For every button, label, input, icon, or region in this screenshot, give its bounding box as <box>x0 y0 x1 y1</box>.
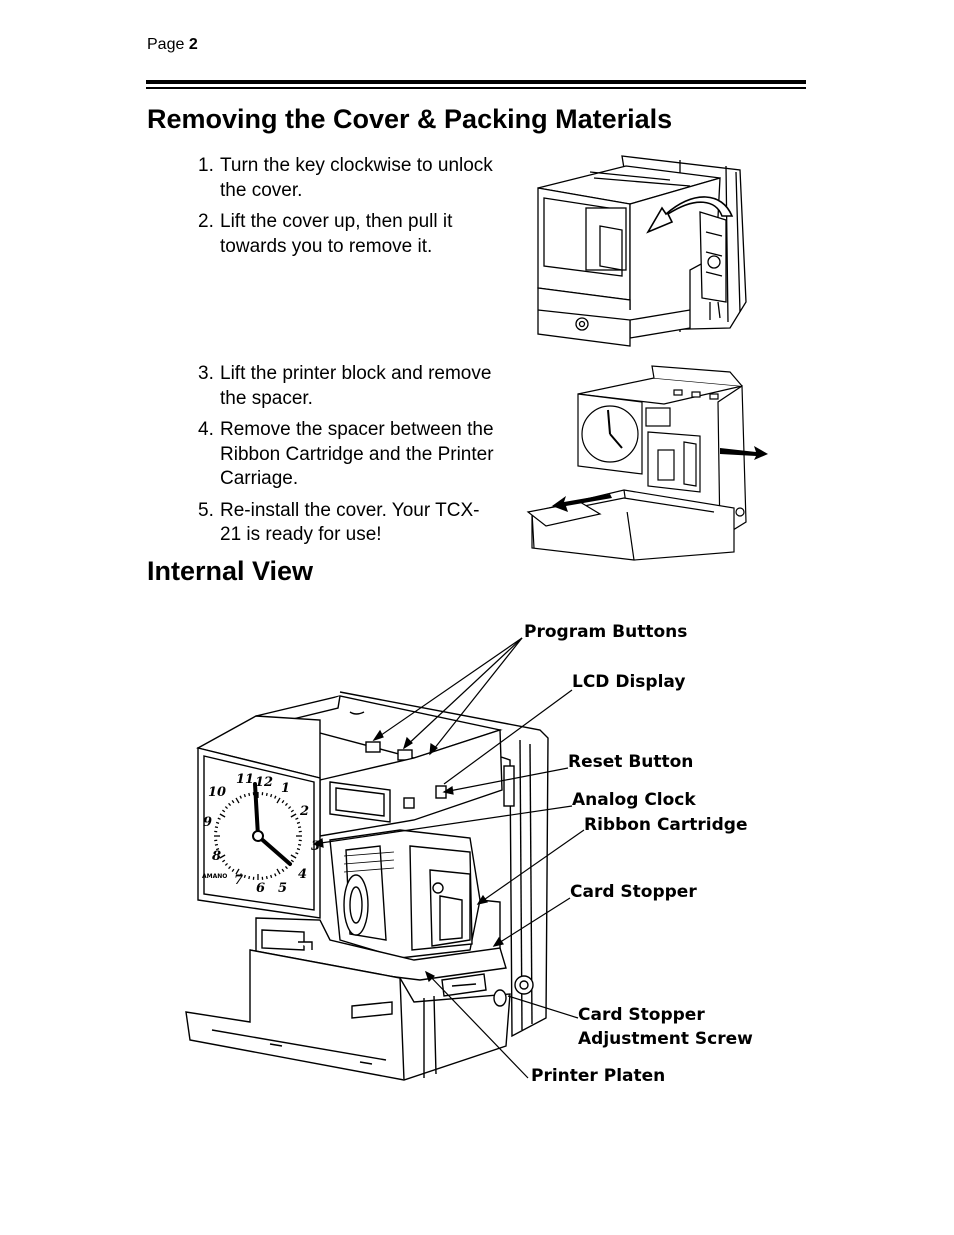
clock-tick <box>228 802 232 806</box>
clock-tick <box>296 848 301 851</box>
clock-tick <box>239 873 242 877</box>
clock-tick <box>290 859 294 863</box>
clock-tick <box>276 868 281 875</box>
step-item: 2.Lift the cover up, then pull it toward… <box>198 211 453 257</box>
callout-ribbon-cartridge: Ribbon Cartridge <box>584 815 748 835</box>
clock-tick <box>219 813 226 818</box>
clock-tick <box>270 793 273 798</box>
clock-tick <box>297 843 302 846</box>
step-item: 3.Lift the printer block and remove the … <box>198 363 492 409</box>
callout-printer-platen: Printer Platen <box>531 1066 665 1086</box>
section-title-removing-cover: Removing the Cover & Packing Materials <box>147 104 673 134</box>
arrow-right-icon <box>720 446 768 460</box>
clock-tick <box>284 866 288 870</box>
clock-numeral: 12 <box>255 775 273 790</box>
clock-numeral: 3 <box>311 839 320 854</box>
card-stopper-adjustment-screw <box>493 989 507 1007</box>
clock-tick <box>290 809 294 813</box>
clock-tick <box>248 875 251 880</box>
cover-removal-illustration <box>537 155 747 347</box>
clock-brand-logo: AMANO <box>202 873 227 880</box>
clock-tick <box>290 854 297 859</box>
callout-card-stopper-adjustment-line2: Adjustment Screw <box>578 1029 753 1049</box>
clock-tick <box>288 806 292 810</box>
arrow-left-icon <box>552 494 612 512</box>
clock-minute-hand <box>253 782 260 838</box>
clock-numeral: 1 <box>281 781 290 796</box>
clock-numeral: 9 <box>203 815 212 830</box>
clock-tick <box>215 848 220 851</box>
step-item: 1.Turn the key clockwise to unlock the c… <box>198 155 493 201</box>
clock-hour-hand <box>256 834 292 866</box>
callout-card-stopper: Card Stopper <box>570 882 697 902</box>
clock-tick <box>281 868 285 872</box>
clock-numeral: 11 <box>236 772 254 787</box>
clock-tick <box>231 800 235 804</box>
arrow-icon <box>646 196 734 234</box>
clock-tick <box>219 854 226 859</box>
clock-tick <box>231 868 235 872</box>
clock-numeral: 6 <box>256 881 265 896</box>
callout-card-stopper-adjustment-line1: Card Stopper <box>578 1005 705 1025</box>
clock-tick <box>297 826 302 829</box>
clock-tick <box>224 806 228 810</box>
callout-lcd-display: LCD Display <box>572 672 685 692</box>
clock-tick <box>295 817 299 820</box>
callout-program-buttons: Program Buttons <box>524 622 687 642</box>
page-number: Page 2 <box>147 36 198 54</box>
clock-tick <box>296 821 301 824</box>
page-label: Page <box>147 36 185 53</box>
clock-tick <box>270 874 273 879</box>
clock-tick <box>217 817 221 820</box>
header-rule-thin <box>146 87 806 89</box>
clock-tick <box>239 795 242 799</box>
clock-numeral: 2 <box>299 804 309 819</box>
clock-tick <box>290 813 297 818</box>
section-title-internal-view: Internal View <box>147 556 314 586</box>
clock-numeral: 7 <box>234 873 243 888</box>
analog-clock: 11 12 1 2 3 4 5 6 7 8 9 10 AMANO <box>202 772 320 896</box>
clock-tick <box>217 852 221 855</box>
clock-tick <box>274 873 277 877</box>
spacer-removal-illustration <box>526 365 768 561</box>
clock-tick <box>222 859 226 863</box>
header-rule-thick <box>146 80 806 84</box>
clock-tick <box>243 793 246 798</box>
clock-tick <box>235 868 240 875</box>
step-item: 5.Re-install the cover. Your TCX-21 is r… <box>198 499 480 546</box>
clock-tick <box>284 802 288 806</box>
clock-tick <box>224 862 228 866</box>
program-button-1 <box>365 741 381 753</box>
clock-tick <box>248 792 251 797</box>
step-item: 4.Remove the spacer between the Ribbon C… <box>198 419 494 489</box>
clock-tick <box>228 866 232 870</box>
clock-tick <box>235 797 240 804</box>
clock-tick <box>215 821 220 824</box>
clock-numeral: 4 <box>298 867 307 882</box>
clock-numeral: 10 <box>208 785 226 800</box>
clock-tick <box>214 826 219 829</box>
clock-tick <box>222 809 226 813</box>
clock-tick <box>274 795 277 799</box>
clock-tick <box>281 800 285 804</box>
steps-list-a: 1.Turn the key clockwise to unlock the c… <box>198 154 498 266</box>
clock-tick <box>265 875 268 880</box>
clock-numeral: 5 <box>278 881 287 896</box>
clock-tick <box>295 852 299 855</box>
clock-tick <box>214 843 219 846</box>
page-number-value: 2 <box>188 36 198 53</box>
callout-analog-clock: Analog Clock <box>572 790 696 810</box>
internal-view-diagram: 11 12 1 2 3 4 5 6 7 8 9 10 AMANO Program… <box>185 622 753 1086</box>
callout-reset-button: Reset Button <box>568 752 693 772</box>
clock-tick <box>243 874 246 879</box>
steps-list-b: 3.Lift the printer block and remove the … <box>198 362 498 555</box>
clock-numeral: 8 <box>212 849 221 864</box>
clock-tick <box>276 797 281 804</box>
clock-tick <box>265 792 268 797</box>
